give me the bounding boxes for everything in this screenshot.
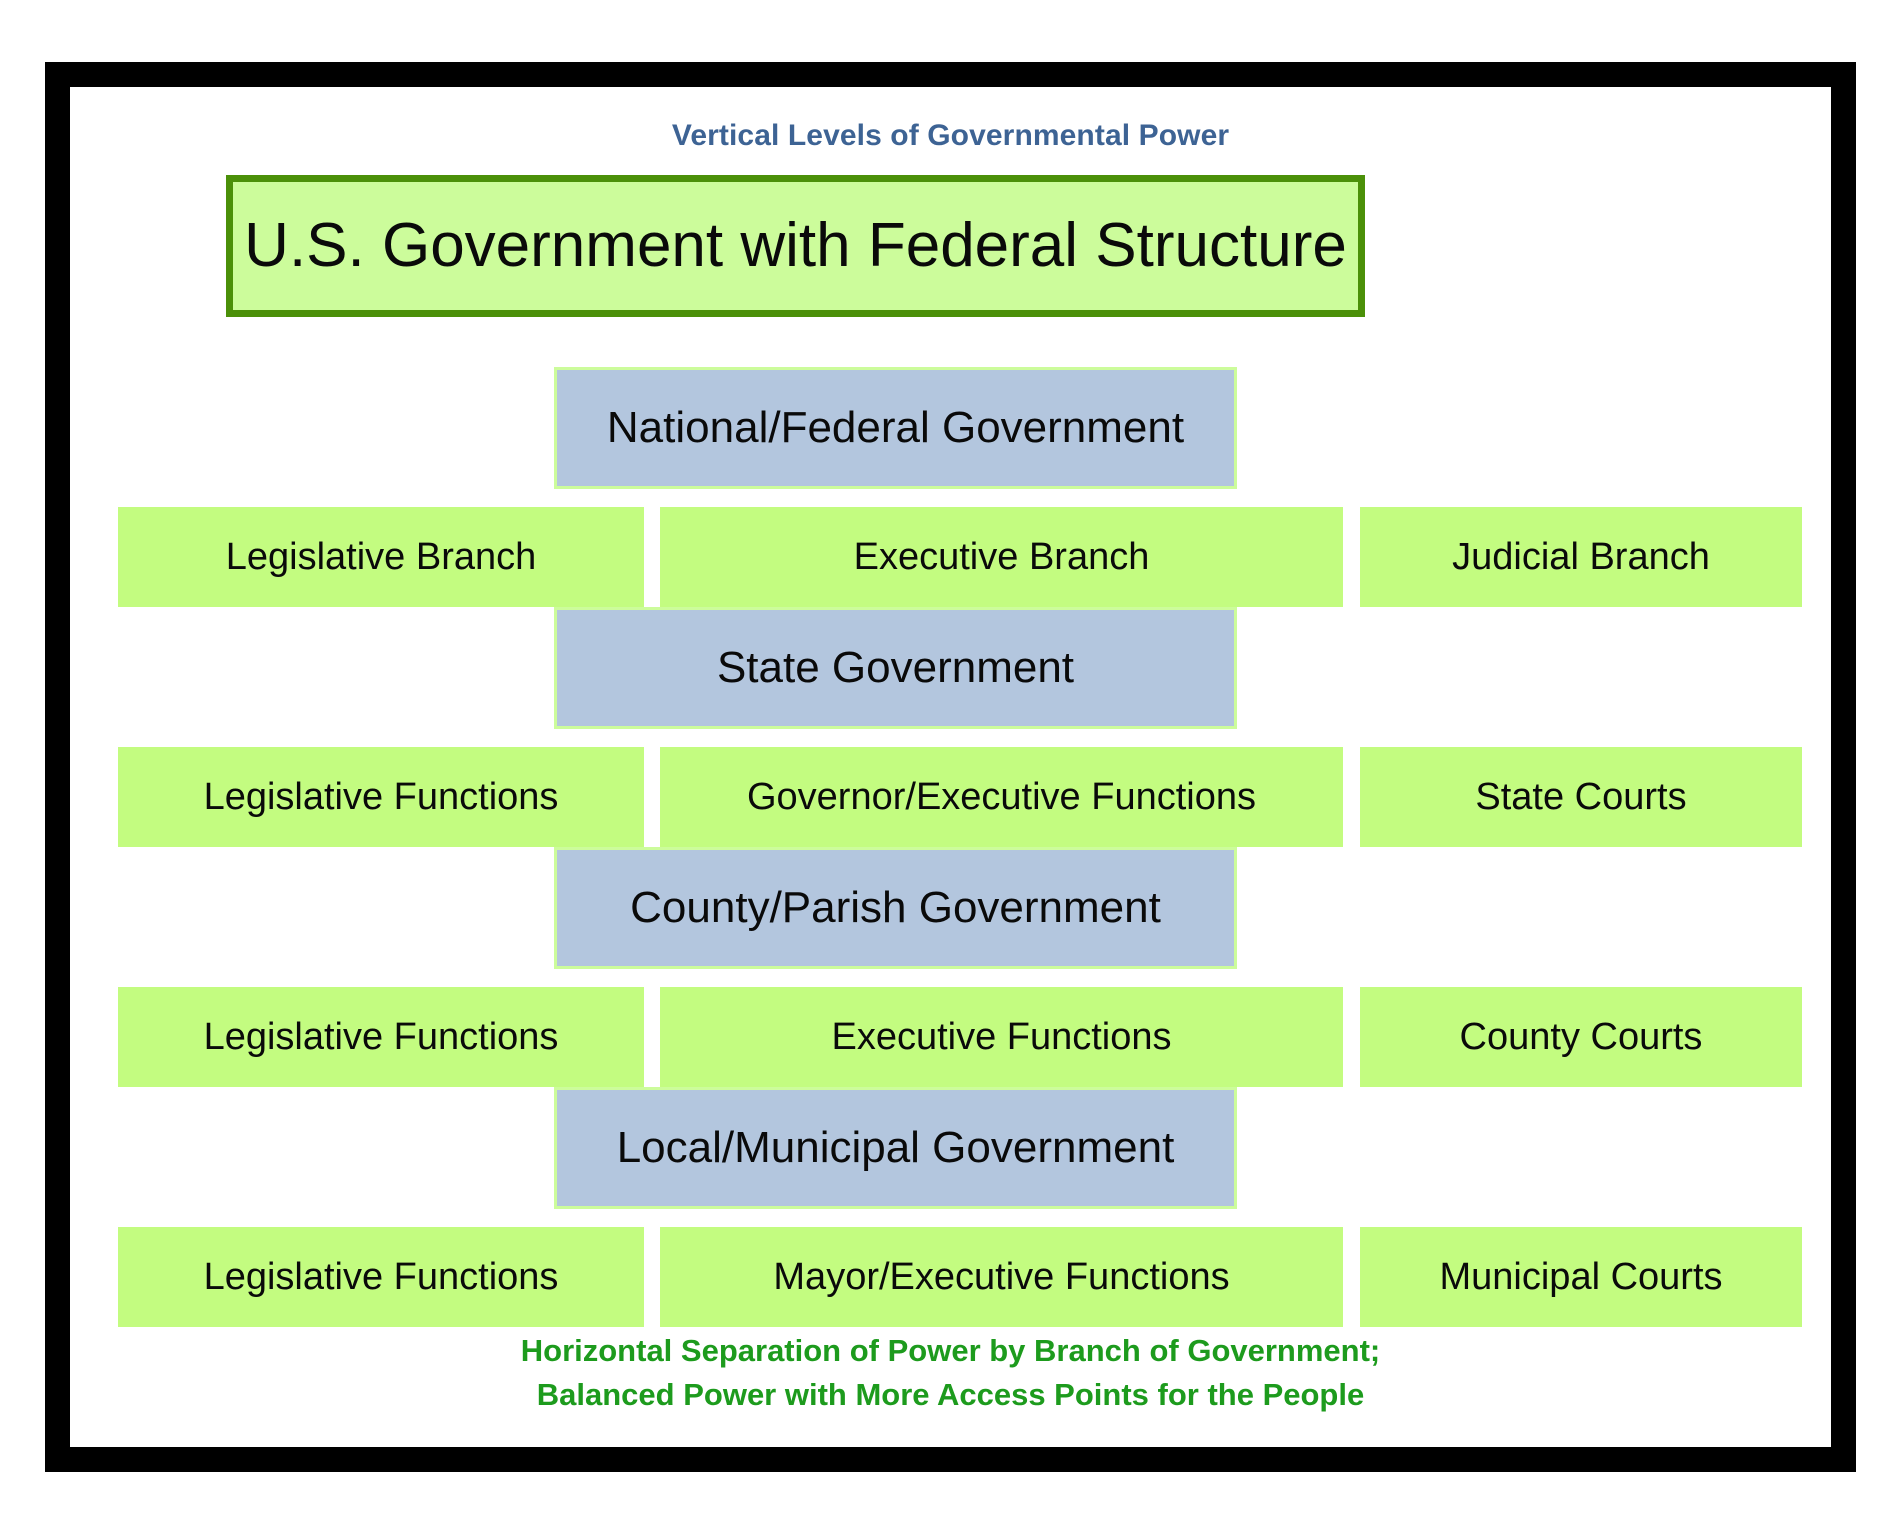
branch-judicial-national: Judicial Branch (1360, 507, 1802, 607)
footer-line-1: Horizontal Separation of Power by Branch… (520, 1332, 1381, 1368)
branch-legislative-local: Legislative Functions (118, 1227, 644, 1327)
branch-judicial-local: Municipal Courts (1360, 1227, 1802, 1327)
branch-legislative-state: Legislative Functions (118, 747, 644, 847)
vertical-levels-caption: Vertical Levels of Governmental Power (671, 119, 1230, 152)
branch-row-state: Legislative Functions Governor/Executive… (70, 747, 1831, 847)
branch-row-county: Legislative Functions Executive Function… (70, 987, 1831, 1087)
level-block-state: State Government Legislative Functions G… (70, 607, 1831, 847)
branch-legislative-national: Legislative Branch (118, 507, 644, 607)
diagram-inner: Vertical Levels of Governmental Power U.… (70, 87, 1831, 1447)
outer-frame: Vertical Levels of Governmental Power U.… (45, 62, 1856, 1472)
level-block-local: Local/Municipal Government Legislative F… (70, 1087, 1831, 1327)
branch-judicial-county: County Courts (1360, 987, 1802, 1087)
branch-row-national: Legislative Branch Executive Branch Judi… (70, 507, 1831, 607)
footer-line-2: Balanced Power with More Access Points f… (536, 1376, 1365, 1412)
branch-row-local: Legislative Functions Mayor/Executive Fu… (70, 1227, 1831, 1327)
page-title: U.S. Government with Federal Structure (244, 211, 1347, 280)
level-block-county: County/Parish Government Legislative Fun… (70, 847, 1831, 1087)
levels-grid: National/Federal Government Legislative … (70, 367, 1831, 1327)
branch-legislative-county: Legislative Functions (118, 987, 644, 1087)
main-title-box: U.S. Government with Federal Structure (226, 175, 1365, 317)
branch-executive-county: Executive Functions (660, 987, 1343, 1087)
branch-judicial-state: State Courts (1360, 747, 1802, 847)
level-header-state: State Government (554, 607, 1237, 729)
branch-executive-state: Governor/Executive Functions (660, 747, 1343, 847)
footer-caption: Horizontal Separation of Power by Branch… (70, 1329, 1831, 1417)
branch-executive-local: Mayor/Executive Functions (660, 1227, 1343, 1327)
level-header-county: County/Parish Government (554, 847, 1237, 969)
level-header-local: Local/Municipal Government (554, 1087, 1237, 1209)
level-block-national: National/Federal Government Legislative … (70, 367, 1831, 607)
level-header-national: National/Federal Government (554, 367, 1237, 489)
branch-executive-national: Executive Branch (660, 507, 1343, 607)
